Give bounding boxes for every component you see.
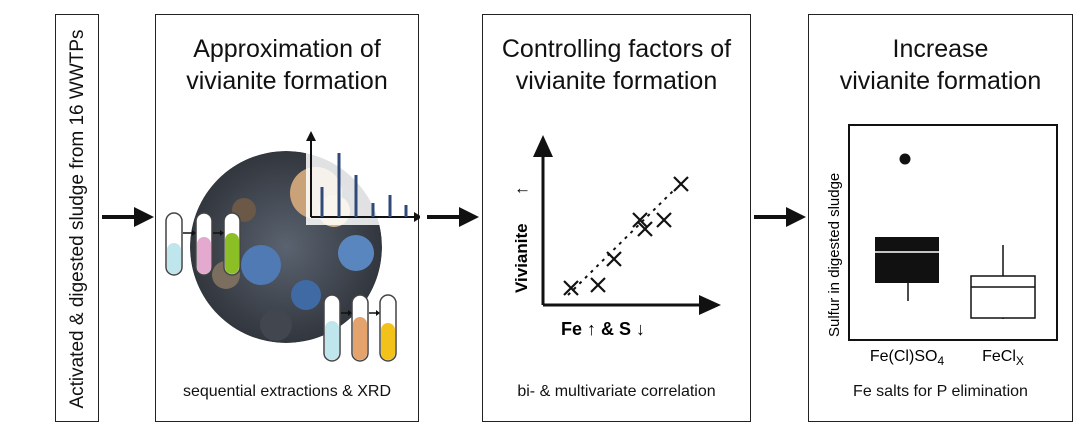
panel3-title-line2: vivianite formation xyxy=(839,67,1042,95)
panel2-title-line1: Controlling factors of xyxy=(501,35,732,63)
outlier-point xyxy=(899,153,911,165)
y-axis-up-arrow: ↑ xyxy=(512,187,531,196)
panel2-caption: bi- & multivariate correlation xyxy=(517,383,716,400)
trend-line xyxy=(567,188,676,296)
test-tubes-left xyxy=(165,212,241,276)
boxplot-sketch: Sulfur in digested sludge Fe(Cl)SO4 FeCl… xyxy=(826,124,1058,368)
arrow-right-icon xyxy=(427,207,479,227)
panel2-title: Controlling factors of vivianite formati… xyxy=(483,33,750,97)
panel3-title: Increase vivianite formation xyxy=(809,33,1072,97)
panel2-title-line2: vivianite formation xyxy=(515,67,718,95)
box-fecl-x xyxy=(970,245,1036,319)
panel1-caption: sequential extractions & XRD xyxy=(182,383,392,400)
panel1-title-line1: Approximation of xyxy=(193,35,381,63)
inset-bar-chart xyxy=(306,131,420,225)
panel1-title-line2: vivianite formation xyxy=(186,67,388,95)
panel-increase: Increase vivianite formation Sulfur in d… xyxy=(808,14,1073,422)
panel3-caption: Fe salts for P elimination xyxy=(853,383,1028,400)
category-label-1: Fe(Cl)SO4 xyxy=(870,348,945,368)
box-fe-cl-so4 xyxy=(875,153,939,301)
panel-controlling-factors: Controlling factors of vivianite formati… xyxy=(482,14,751,422)
arrow-right-icon xyxy=(754,207,806,227)
panel-approximation: Approximation of vivianite formation xyxy=(155,14,420,422)
test-tubes-right xyxy=(323,294,397,362)
y-axis-label: Sulfur in digested sludge xyxy=(826,173,843,337)
panel1-title: Approximation of vivianite formation xyxy=(156,33,418,97)
scatter-markers xyxy=(563,176,689,296)
boxplot-frame xyxy=(848,124,1058,341)
y-axis-label: Vivianite xyxy=(512,223,531,293)
correlation-sketch: Vivianite ↑ Fe ↑ & S ↓ xyxy=(512,135,721,339)
source-label-box: Activated & digested sludge from 16 WWTP… xyxy=(55,14,99,422)
arrow-right-icon xyxy=(102,207,154,227)
source-label: Activated & digested sludge from 16 WWTP… xyxy=(67,29,88,409)
x-axis-label: Fe ↑ & S ↓ xyxy=(561,319,645,339)
x-axis-arrowhead xyxy=(699,295,721,315)
category-label-2: FeClX xyxy=(982,348,1024,368)
panel3-title-line1: Increase xyxy=(892,35,989,63)
y-axis-arrowhead xyxy=(533,135,553,157)
sludge-illustration xyxy=(165,131,420,362)
